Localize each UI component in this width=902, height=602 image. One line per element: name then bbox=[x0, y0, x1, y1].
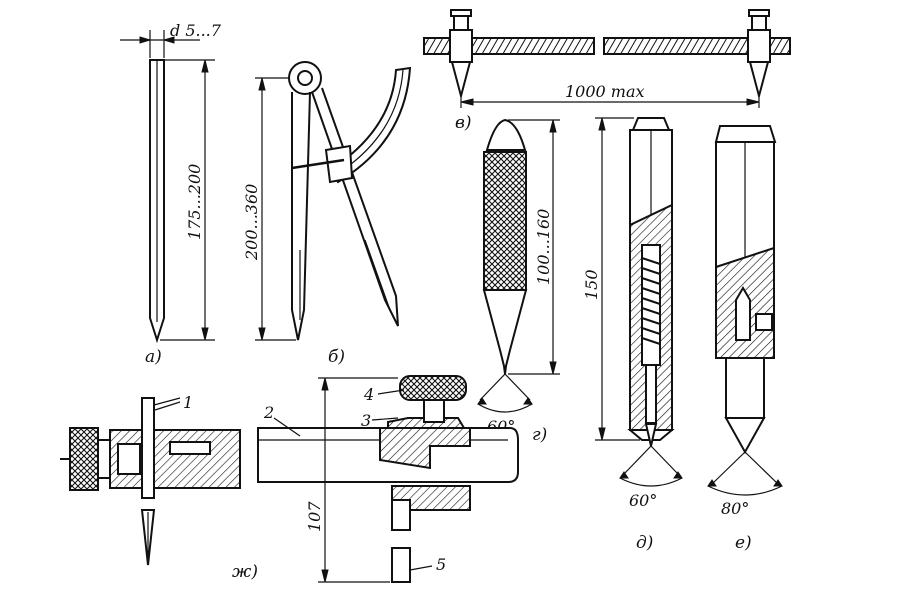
part-1-label: 1 bbox=[183, 393, 193, 412]
scriber-length-dimension: 175...200 bbox=[185, 164, 204, 240]
centering-punch-drawing bbox=[707, 125, 783, 496]
label-d: д) bbox=[636, 533, 653, 553]
automatic-punch-length-dimension: 150 bbox=[582, 269, 601, 300]
automatic-punch-angle-dimension: 60° bbox=[629, 491, 657, 510]
punch-length-dimension: 100...160 bbox=[534, 209, 553, 285]
part-4-label: 4 bbox=[363, 385, 374, 404]
part-3-label: 3 bbox=[361, 411, 371, 430]
label-v: в) bbox=[455, 113, 472, 133]
scribing-block-drawing bbox=[60, 375, 519, 583]
scriber-drawing bbox=[120, 30, 215, 344]
trammel-drawing bbox=[423, 9, 791, 108]
automatic-punch-drawing bbox=[595, 117, 683, 487]
scribing-block-height-dimension: 107 bbox=[305, 501, 324, 532]
label-e: е) bbox=[735, 533, 752, 553]
scriber-tip-dimension: d 5...7 bbox=[170, 21, 222, 40]
centering-punch-angle-dimension: 80° bbox=[721, 499, 749, 518]
part-2-label: 2 bbox=[263, 403, 274, 422]
label-g: г) bbox=[532, 425, 547, 445]
compass-length-dimension: 200...360 bbox=[242, 184, 261, 261]
compass-drawing bbox=[255, 61, 412, 341]
part-5-label: 5 bbox=[436, 555, 446, 574]
label-a: а) bbox=[145, 347, 162, 367]
center-punch-drawing bbox=[477, 118, 560, 413]
label-b: б) bbox=[328, 347, 345, 367]
trammel-length-dimension: 1000 max bbox=[565, 82, 645, 101]
label-zh: ж) bbox=[232, 562, 258, 582]
